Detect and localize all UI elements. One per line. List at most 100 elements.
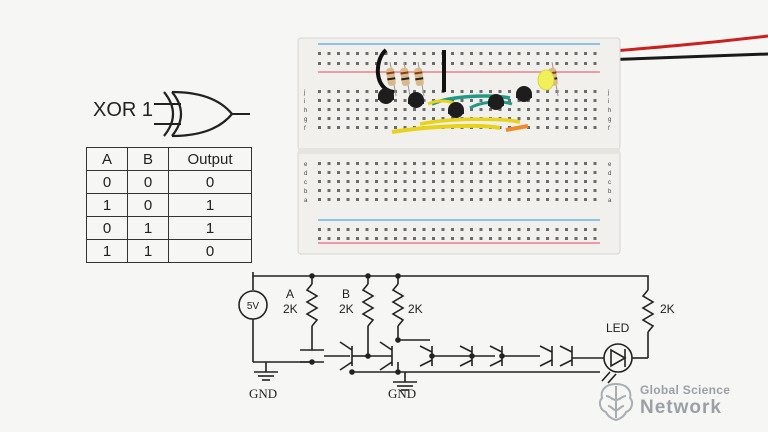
breadboard-hole: [432, 162, 435, 165]
header-output: Output: [168, 147, 252, 171]
breadboard-hole: [584, 62, 587, 65]
breadboard-hole: [327, 162, 331, 165]
breadboard-hole: [555, 126, 559, 129]
breadboard-hole: [337, 99, 340, 102]
resistor-band: [414, 71, 423, 75]
breadboard-hole: [527, 189, 530, 192]
breadboard-hole: [593, 237, 597, 240]
breadboard-hole: [527, 228, 530, 231]
breadboard-hole: [565, 189, 568, 192]
led-label: LED: [606, 321, 630, 335]
breadboard-hole: [565, 162, 568, 165]
breadboard-hole: [365, 126, 369, 129]
row-letter: j: [607, 90, 609, 96]
breadboard-hole: [451, 90, 454, 93]
breadboard-hole: [375, 237, 378, 240]
breadboard-hole: [555, 162, 559, 165]
breadboard-hole: [460, 90, 464, 93]
resistor-label: 2K: [283, 302, 298, 316]
breadboard-hole: [337, 228, 340, 231]
breadboard-hole: [318, 108, 321, 111]
breadboard-hole: [384, 228, 388, 231]
gate-title: XOR 1: [93, 99, 154, 121]
breadboard-hole: [527, 162, 530, 165]
breadboard-hole: [356, 108, 359, 111]
breadboard-hole: [422, 90, 426, 93]
brain-logo-icon: [598, 382, 634, 422]
breadboard-hole: [517, 237, 521, 240]
resistor-band: [387, 77, 396, 81]
breadboard-hole: [479, 228, 483, 231]
breadboard-hole: [574, 189, 578, 192]
breadboard-hole: [441, 108, 445, 111]
breadboard-hole: [356, 228, 359, 231]
breadboard-hole: [337, 52, 340, 55]
breadboard-hole: [413, 117, 416, 120]
breadboard-hole: [413, 189, 416, 192]
breadboard-hole: [489, 108, 492, 111]
breadboard-hole: [318, 52, 321, 55]
breadboard-hole: [451, 228, 454, 231]
breadboard-hole: [546, 99, 549, 102]
breadboard-hole: [593, 99, 597, 102]
breadboard-hole: [565, 90, 568, 93]
row-letter: h: [608, 108, 611, 114]
breadboard-hole: [337, 198, 340, 201]
breadboard-hole: [508, 180, 511, 183]
breadboard-hole: [356, 99, 359, 102]
breadboard-hole: [318, 228, 321, 231]
breadboard-hole: [517, 189, 521, 192]
breadboard-hole: [527, 108, 530, 111]
breadboard-hole: [527, 117, 530, 120]
breadboard-hole: [384, 171, 388, 174]
breadboard-hole: [422, 189, 426, 192]
breadboard-hole: [593, 228, 597, 231]
breadboard-hole: [584, 228, 587, 231]
breadboard-hole: [479, 108, 483, 111]
breadboard-hole: [593, 198, 597, 201]
transistor-flat: [448, 110, 464, 114]
breadboard-hole: [365, 99, 369, 102]
breadboard-hole: [375, 162, 378, 165]
breadboard-hole: [508, 237, 511, 240]
breadboard-hole: [527, 52, 530, 55]
breadboard-hole: [574, 108, 578, 111]
breadboard-hole: [584, 237, 587, 240]
breadboard-hole: [508, 228, 511, 231]
breadboard-hole: [327, 52, 331, 55]
breadboard-hole: [470, 180, 473, 183]
breadboard-hole: [365, 62, 369, 65]
breadboard-hole: [441, 237, 445, 240]
row-letter: g: [608, 117, 611, 123]
breadboard-hole: [327, 237, 331, 240]
breadboard-hole: [574, 126, 578, 129]
breadboard-hole: [327, 228, 331, 231]
breadboard-hole: [508, 189, 511, 192]
breadboard-hole: [403, 90, 407, 93]
breadboard-hole: [555, 189, 559, 192]
breadboard-hole: [337, 90, 340, 93]
breadboard-hole: [327, 198, 331, 201]
breadboard-hole: [432, 180, 435, 183]
breadboard-hole: [413, 162, 416, 165]
breadboard-hole: [508, 117, 511, 120]
row-letter: h: [304, 108, 307, 114]
breadboard-hole: [337, 126, 340, 129]
breadboard-hole: [489, 62, 492, 65]
breadboard-hole: [470, 189, 473, 192]
breadboard-hole: [565, 171, 568, 174]
breadboard-hole: [318, 90, 321, 93]
breadboard-hole: [470, 62, 473, 65]
breadboard-hole: [422, 108, 426, 111]
breadboard-hole: [546, 189, 549, 192]
row-letter: b: [608, 189, 612, 195]
row-letter: f: [608, 126, 610, 132]
breadboard-hole: [536, 99, 540, 102]
breadboard-hole: [346, 189, 350, 192]
row-letter: d: [608, 171, 611, 177]
row-letter: e: [304, 162, 308, 168]
row-letter: d: [304, 171, 307, 177]
row-letter: j: [303, 90, 305, 96]
breadboard-hole: [365, 162, 369, 165]
